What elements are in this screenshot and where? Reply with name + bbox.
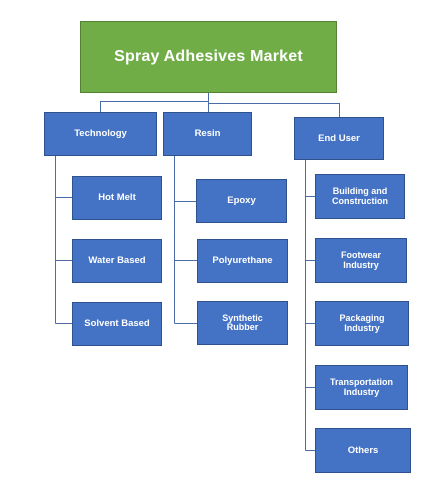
leaf-building-and-construction: Building and Construction [315, 174, 405, 219]
leaf-footwear-industry-label: Footwear Industry [340, 250, 381, 270]
leaf-synthetic-rubber: Synthetic Rubber [197, 301, 288, 345]
leaf-solvent-based-label: Solvent Based [84, 318, 150, 330]
category-technology: Technology [44, 112, 157, 156]
leaf-others: Others [315, 428, 411, 473]
leaf-water-based: Water Based [72, 239, 162, 283]
leaf-polyurethane: Polyurethane [197, 239, 288, 283]
root-label: Spray Adhesives Market [114, 47, 303, 65]
leaf-others-label: Others [347, 444, 379, 456]
category-resin: Resin [163, 112, 252, 156]
leaf-synthetic-rubber-label: Synthetic Rubber [222, 312, 263, 332]
category-technology-label: Technology [74, 128, 127, 140]
leaf-footwear-industry: Footwear Industry [315, 238, 407, 283]
leaf-epoxy-label: Epoxy [227, 195, 256, 207]
leaf-water-based-label: Water Based [88, 255, 146, 267]
leaf-transportation-industry-label: Transportation Industry [329, 377, 393, 397]
leaf-polyurethane-label: Polyurethane [212, 255, 273, 267]
leaf-epoxy: Epoxy [196, 179, 287, 223]
category-end-user: End User [294, 117, 384, 160]
leaf-hot-melt-label: Hot Melt [98, 192, 136, 204]
leaf-building-and-construction-label: Building and Construction [332, 186, 388, 206]
category-end-user-label: End User [318, 132, 360, 144]
leaf-transportation-industry: Transportation Industry [315, 365, 408, 410]
leaf-packaging-industry-label: Packaging Industry [339, 313, 385, 333]
root-node: Spray Adhesives Market [80, 21, 337, 93]
connector-group [55, 93, 340, 451]
leaf-packaging-industry: Packaging Industry [315, 301, 409, 346]
category-resin-label: Resin [194, 128, 221, 140]
leaf-solvent-based: Solvent Based [72, 302, 162, 346]
leaf-hot-melt: Hot Melt [72, 176, 162, 220]
